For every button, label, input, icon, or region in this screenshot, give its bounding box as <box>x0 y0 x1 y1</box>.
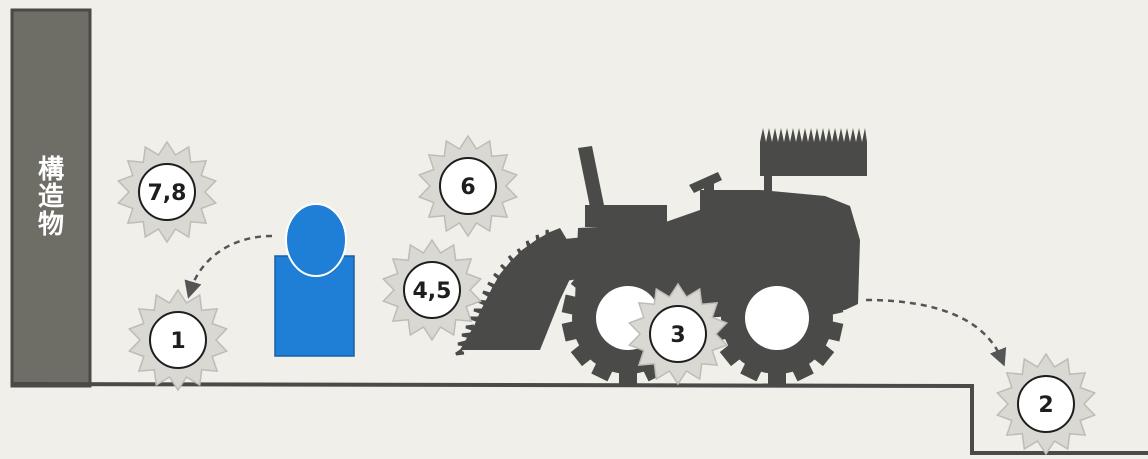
hazard-badge-h45: 4,5 <box>383 240 480 340</box>
arrow-person-to-wall <box>190 236 272 292</box>
hazard-badge-h1: 1 <box>129 290 226 390</box>
loader-seatback <box>578 146 606 217</box>
hazard-number: 6 <box>460 175 475 200</box>
hazard-number: 7,8 <box>148 181 187 206</box>
loader-grille <box>760 142 867 176</box>
hazard-number: 3 <box>670 323 685 348</box>
ground-line <box>12 384 1148 453</box>
structure-wall <box>12 10 90 386</box>
arrow-machine-to-drop <box>866 300 1002 360</box>
worker-figure <box>275 204 354 356</box>
loader-grille-teeth <box>760 128 867 142</box>
hazard-number: 2 <box>1038 393 1053 418</box>
hazard-badge-h78: 7,8 <box>118 142 215 242</box>
hazard-number: 1 <box>170 329 185 354</box>
hazard-number: 4,5 <box>413 279 452 304</box>
rear-wheel <box>711 252 844 384</box>
hazard-badge-h2: 2 <box>997 354 1094 454</box>
hazard-badge-h6: 6 <box>419 136 516 236</box>
